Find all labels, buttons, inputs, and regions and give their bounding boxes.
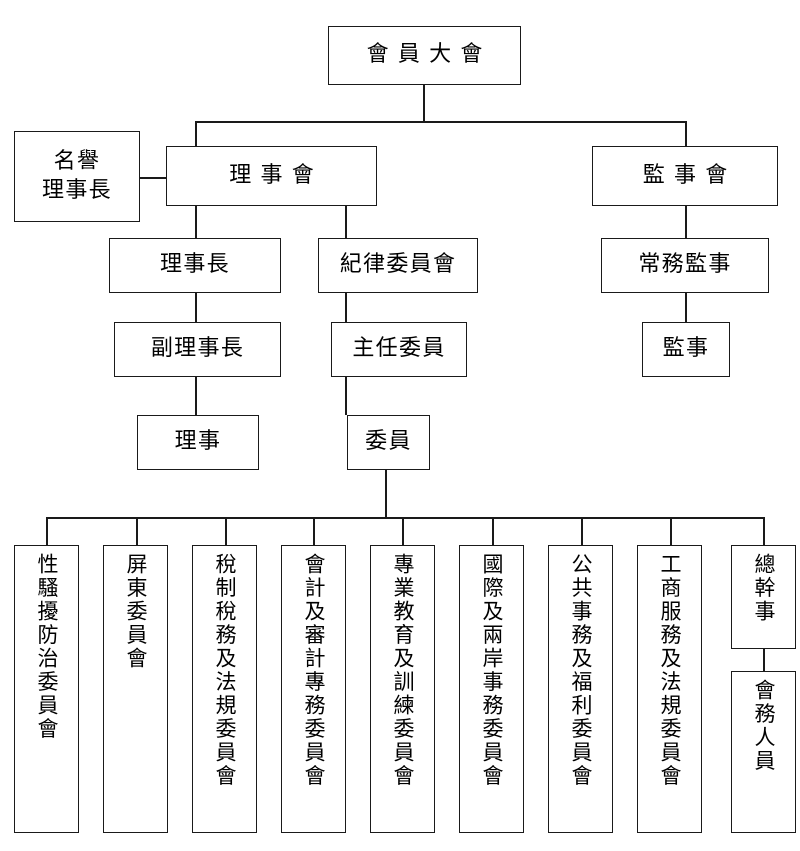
node-label: 理事會 — [229, 162, 323, 188]
connector-bus-drop-8 — [670, 517, 672, 545]
connector-chief-to-member — [345, 377, 347, 415]
connector-bus-drop-6 — [492, 517, 494, 545]
node-label: 會務人員 — [752, 679, 776, 774]
connector-bus-drop-5 — [402, 517, 404, 545]
committee-label: 屏東委員會 — [124, 553, 148, 671]
node-secretary-general[interactable]: 總幹事 — [731, 545, 796, 649]
connector-standing-to-supervisor — [685, 293, 687, 322]
committee-label: 會計及審計專務委員會 — [302, 553, 326, 789]
node-chairman[interactable]: 理事長 — [109, 238, 281, 293]
committee-label: 工商服務及法規委員會 — [658, 553, 682, 789]
node-director[interactable]: 理事 — [137, 415, 259, 470]
node-standing-supervisor[interactable]: 常務監事 — [601, 238, 769, 293]
connector-director-stem — [385, 470, 387, 518]
committee-box-tax-system-and-regulations[interactable]: 稅制稅務及法規委員會 — [192, 545, 257, 833]
connector-bus-drop-3 — [225, 517, 227, 545]
connector-to-board-directors — [195, 121, 197, 146]
node-label: 監事 — [662, 336, 710, 362]
node-discipline-committee[interactable]: 紀律委員會 — [318, 238, 478, 293]
committee-box-sexual-harassment-prevention[interactable]: 性騷擾防治委員會 — [14, 545, 79, 833]
connector-assembly-stem — [423, 85, 425, 122]
node-label: 監事會 — [642, 162, 737, 188]
committee-box-accounting-and-audit-affairs[interactable]: 會計及審計專務委員會 — [281, 545, 346, 833]
committee-label: 公共事務及福利委員會 — [569, 553, 593, 789]
node-label: 紀律委員會 — [339, 252, 457, 278]
committee-label: 國際及兩岸事務委員會 — [480, 553, 504, 789]
committee-box-international-and-cross-strait-affairs[interactable]: 國際及兩岸事務委員會 — [459, 545, 524, 833]
connector-chairman-to-vice — [195, 293, 197, 322]
node-label: 總幹事 — [752, 553, 776, 624]
connector-bus-drop-2 — [136, 517, 138, 545]
node-label: 名譽 理事長 — [42, 149, 112, 203]
node-committee-chief[interactable]: 主任委員 — [331, 322, 467, 377]
node-label: 會員大會 — [366, 42, 492, 68]
node-honorary-chairman[interactable]: 名譽 理事長 — [14, 131, 140, 222]
node-label: 常務監事 — [638, 252, 732, 278]
node-committee-member[interactable]: 委員 — [347, 415, 430, 470]
node-supervisor[interactable]: 監事 — [642, 322, 730, 377]
node-label: 主任委員 — [352, 336, 446, 362]
connector-discipline-to-chief — [345, 293, 347, 322]
connector-to-board-supervisors — [685, 121, 687, 146]
connector-secretary-to-staff — [763, 649, 765, 671]
node-label: 委員 — [365, 429, 412, 455]
committee-label: 專業教育及訓練委員會 — [391, 553, 415, 789]
node-label: 理事 — [174, 429, 222, 455]
node-vice-chairman[interactable]: 副理事長 — [114, 322, 281, 377]
connector-board-to-chairman — [195, 206, 197, 238]
connector-bus-drop-7 — [581, 517, 583, 545]
connector-bottom-bus — [46, 517, 764, 519]
node-general-assembly[interactable]: 會員大會 — [328, 26, 521, 85]
committee-box-pingtung[interactable]: 屏東委員會 — [103, 545, 168, 833]
committee-box-industry-commerce-service-and-regulations[interactable]: 工商服務及法規委員會 — [637, 545, 702, 833]
node-board-of-supervisors[interactable]: 監事會 — [592, 146, 778, 206]
connector-bus-drop-4 — [313, 517, 315, 545]
connector-vice-to-director — [195, 377, 197, 415]
connector-board-to-discipline — [345, 206, 347, 238]
connector-top-bus — [195, 121, 686, 123]
committee-label: 稅制稅務及法規委員會 — [213, 553, 237, 789]
connector-bus-drop-9 — [763, 517, 765, 545]
node-board-of-directors[interactable]: 理事會 — [166, 146, 377, 206]
node-administrative-staff[interactable]: 會務人員 — [731, 671, 796, 833]
connector-supervisors-to-standing — [685, 206, 687, 238]
connector-bus-drop-1 — [46, 517, 48, 545]
node-label: 理事長 — [160, 252, 230, 278]
node-label: 副理事長 — [150, 336, 245, 362]
committee-box-professional-education-and-training[interactable]: 專業教育及訓練委員會 — [370, 545, 435, 833]
committee-label: 性騷擾防治委員會 — [35, 553, 59, 742]
committee-box-public-affairs-and-welfare[interactable]: 公共事務及福利委員會 — [548, 545, 613, 833]
